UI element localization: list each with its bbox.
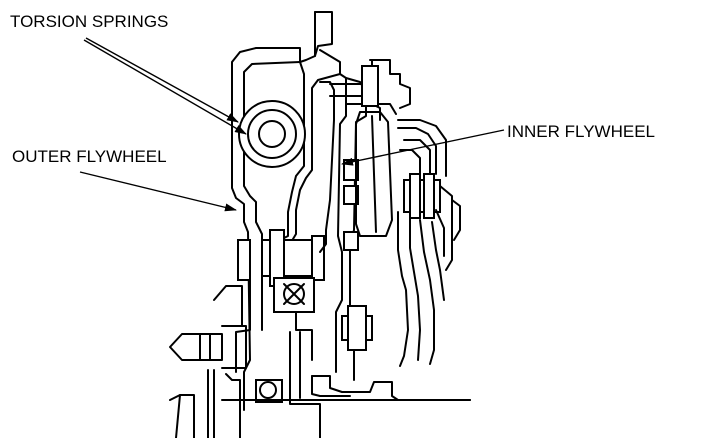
label-outer-flywheel: OUTER FLYWHEEL — [12, 147, 237, 212]
outer-flywheel-arrow — [79, 171, 237, 212]
inner-flywheel-arrow — [341, 129, 505, 166]
inner-flywheel — [319, 73, 373, 381]
label-inner-flywheel: INNER FLYWHEEL — [341, 122, 655, 166]
torsion-springs-arrow-lower — [83, 39, 247, 135]
outer-flywheel-housing — [231, 11, 341, 411]
torsion-springs-label: TORSION SPRINGS — [10, 12, 168, 31]
outer-flywheel-label: OUTER FLYWHEEL — [12, 147, 167, 166]
seal-carrier — [221, 375, 471, 401]
torsion-springs-arrow-upper — [85, 37, 239, 123]
inner-flywheel-label: INNER FLYWHEEL — [507, 122, 655, 141]
torsion-spring — [238, 100, 306, 168]
center-hub — [255, 229, 325, 439]
crankshaft-bolt — [169, 285, 247, 439]
clutch-assembly — [329, 59, 461, 367]
label-torsion-springs: TORSION SPRINGS — [10, 12, 247, 135]
outer-flywheel-slot — [237, 239, 251, 281]
